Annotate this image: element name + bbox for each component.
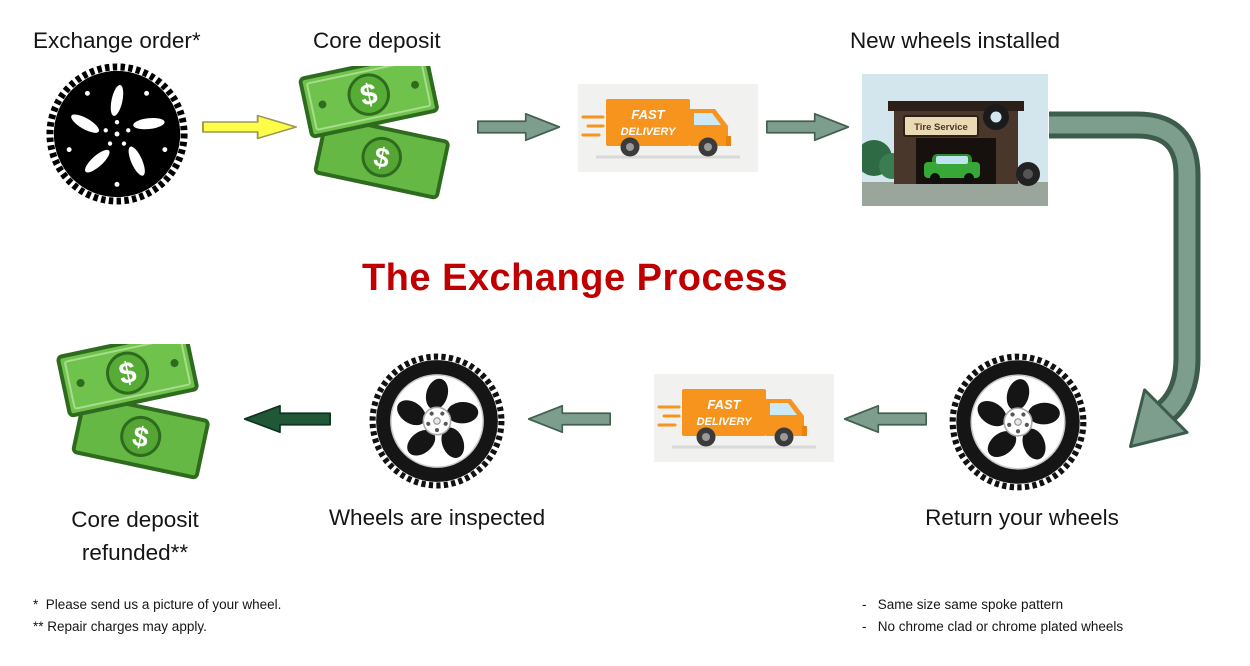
- tire-shop-sign-text: Tire Service: [914, 122, 968, 133]
- footnote-same-size: - Same size same spoke pattern: [862, 597, 1064, 612]
- footnotes-right: - Same size same spoke pattern - No chro…: [862, 594, 1123, 639]
- label-return-your-wheels: Return your wheels: [925, 505, 1119, 530]
- money-deposit-icon: [293, 66, 475, 204]
- tire-shop-illustration: Tire Service: [862, 74, 1048, 206]
- arrow-deposit-to-shipping-icon: [477, 112, 561, 142]
- label-core-deposit-refunded-line1: Core deposit: [71, 507, 199, 532]
- delivery-truck-return-illustration: [654, 374, 834, 462]
- delivery-truck-outbound-illustration: [578, 84, 758, 172]
- arrow-exchange-to-deposit-icon: [202, 114, 298, 140]
- label-core-deposit-refunded-line2: refunded**: [81, 539, 189, 565]
- label-core-deposit: Core deposit: [313, 28, 441, 53]
- arrow-inspected-to-refund-icon: [243, 404, 331, 434]
- arrow-shipping-to-inspection-icon: [527, 404, 611, 434]
- black-wheel-icon: [43, 60, 191, 208]
- diagram-title: The Exchange Process: [361, 257, 789, 299]
- label-core-deposit-refunded: Core deposit refunded**: [35, 504, 235, 569]
- arrow-return-to-shipping-icon: [843, 404, 927, 434]
- arrow-shipping-to-shop-icon: [766, 112, 850, 142]
- curved-arrow-down-icon: [1049, 111, 1201, 449]
- footnote-picture-of-wheel: * Please send us a picture of your wheel…: [33, 597, 282, 612]
- footnote-repair-charges: ** Repair charges may apply.: [33, 619, 207, 635]
- car-in-garage: [924, 154, 980, 183]
- footnote-no-chrome: - No chrome clad or chrome plated wheels: [862, 619, 1124, 635]
- label-new-wheels-installed: New wheels installed: [849, 28, 1061, 53]
- label-exchange-order: Exchange order*: [33, 28, 201, 53]
- money-refund-icon: [52, 344, 234, 484]
- inspected-wheel-icon: [366, 350, 508, 492]
- return-wheel-icon: [946, 350, 1090, 494]
- footnotes-left: * Please send us a picture of your wheel…: [33, 594, 281, 639]
- label-wheels-are-inspected: Wheels are inspected: [328, 505, 546, 530]
